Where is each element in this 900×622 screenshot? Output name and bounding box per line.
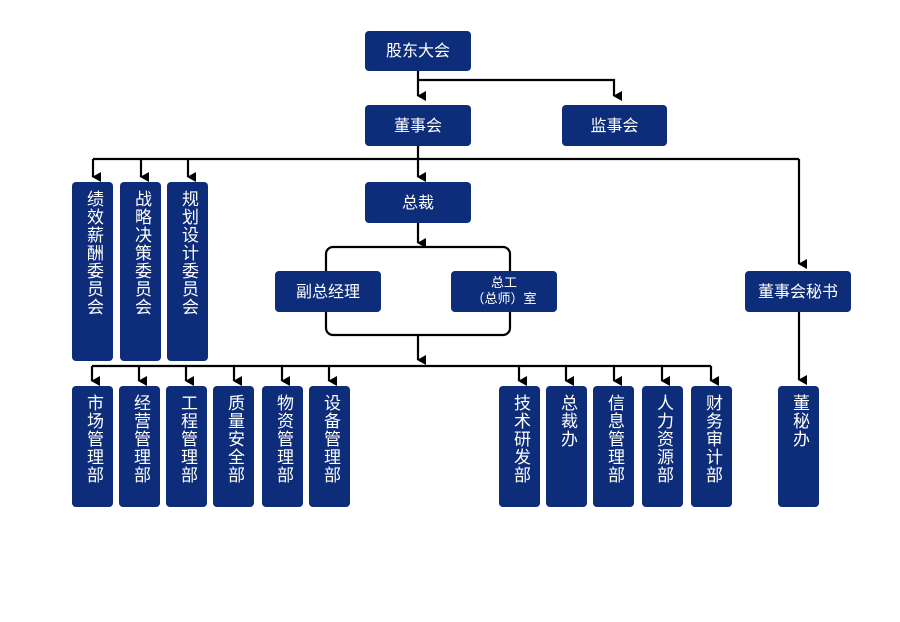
node-dept-operations[interactable]: 经营管理部 [119, 386, 160, 507]
committee-label: 规划设计委员会 [178, 190, 198, 316]
department-label: 市场管理部 [83, 394, 103, 484]
node-president[interactable]: 总裁 [365, 182, 471, 223]
node-dept-engineering[interactable]: 工程管理部 [166, 386, 207, 507]
node-dept-marketing[interactable]: 市场管理部 [72, 386, 113, 507]
department-label: 财务审计部 [702, 394, 722, 484]
committee-label: 绩效薪酬委员会 [83, 190, 103, 316]
chief-engineer-line1: 总工 [490, 275, 517, 291]
department-label: 信息管理部 [604, 394, 624, 484]
node-committee-planning-design[interactable]: 规划设计委员会 [167, 182, 208, 361]
node-dept-president-office[interactable]: 总裁办 [546, 386, 587, 507]
department-label: 董秘办 [789, 394, 809, 448]
node-vice-general-manager[interactable]: 副总经理 [275, 271, 381, 312]
node-shareholders-meeting[interactable]: 股东大会 [365, 31, 471, 71]
node-dept-materials[interactable]: 物资管理部 [262, 386, 303, 507]
department-label: 物资管理部 [273, 394, 293, 484]
node-dept-equipment[interactable]: 设备管理部 [309, 386, 350, 507]
node-dept-finance-audit[interactable]: 财务审计部 [691, 386, 732, 507]
node-dept-quality-safety[interactable]: 质量安全部 [213, 386, 254, 507]
node-board-secretary[interactable]: 董事会秘书 [745, 271, 851, 312]
node-dept-tech-rd[interactable]: 技术研发部 [499, 386, 540, 507]
node-dept-human-resources[interactable]: 人力资源部 [642, 386, 683, 507]
department-label: 人力资源部 [653, 394, 673, 484]
node-secretary-office[interactable]: 董秘办 [778, 386, 819, 507]
node-committee-strategy[interactable]: 战略决策委员会 [120, 182, 161, 361]
connector-shareholders-supervisors [418, 78, 622, 101]
department-label: 总裁办 [557, 394, 577, 448]
chief-engineer-line2: （总师）室 [471, 291, 537, 307]
committee-label: 战略决策委员会 [131, 190, 151, 316]
department-label: 技术研发部 [510, 394, 530, 484]
node-board-of-directors[interactable]: 董事会 [365, 105, 471, 146]
department-label: 经营管理部 [130, 394, 150, 484]
node-chief-engineer-office[interactable]: 总工 （总师）室 [451, 271, 557, 312]
department-label: 设备管理部 [320, 394, 340, 484]
department-label: 工程管理部 [177, 394, 197, 484]
node-board-of-supervisors[interactable]: 监事会 [562, 105, 667, 146]
department-label: 质量安全部 [224, 394, 244, 484]
node-dept-information[interactable]: 信息管理部 [593, 386, 634, 507]
node-committee-performance-compensation[interactable]: 绩效薪酬委员会 [72, 182, 113, 361]
